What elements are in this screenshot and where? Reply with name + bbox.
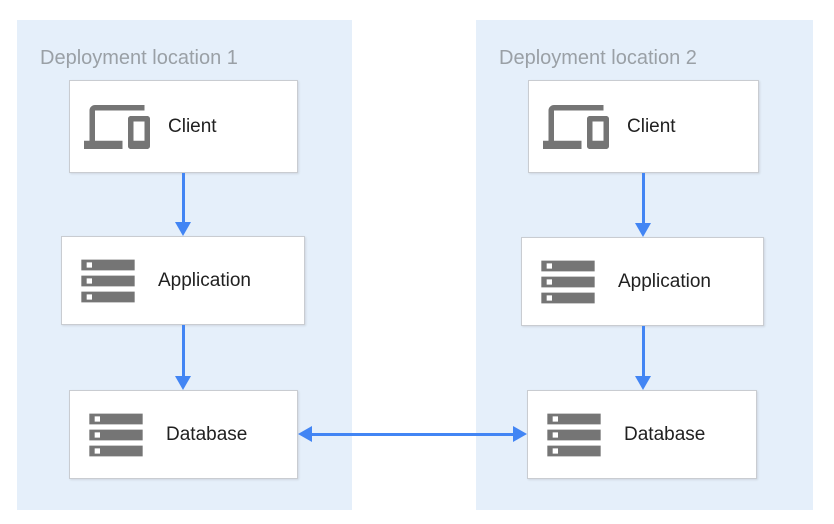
node-application-1: Application	[61, 236, 305, 325]
devices-icon	[84, 94, 150, 160]
server-stack-icon	[542, 403, 606, 467]
arrow-database1-database2-bidirectional	[298, 426, 527, 442]
arrowhead-down-icon	[635, 376, 651, 390]
node-application-2: Application	[521, 237, 764, 326]
node-label: Client	[168, 115, 217, 137]
arrowhead-down-icon	[635, 223, 651, 237]
node-label: Database	[166, 423, 248, 445]
node-database-1: Database	[69, 390, 298, 479]
arrow-client2-to-application2	[635, 173, 651, 237]
node-label: Database	[624, 423, 706, 445]
arrowhead-right-icon	[513, 426, 527, 442]
node-database-2: Database	[527, 390, 757, 479]
panel-title: Deployment location 1	[40, 47, 238, 69]
arrow-application1-to-database1	[175, 325, 191, 390]
arrowhead-left-icon	[298, 426, 312, 442]
arrowhead-down-icon	[175, 376, 191, 390]
arrow-application2-to-database2	[635, 326, 651, 390]
node-client-2: Client	[528, 80, 759, 173]
node-label: Application	[158, 269, 251, 291]
arrow-client1-to-application1	[175, 173, 191, 236]
node-label: Client	[627, 115, 676, 137]
panel-title: Deployment location 2	[499, 47, 697, 69]
server-stack-icon	[84, 403, 148, 467]
server-stack-icon	[76, 249, 140, 313]
arrowhead-down-icon	[175, 222, 191, 236]
server-stack-icon	[536, 250, 600, 314]
node-label: Application	[618, 270, 711, 292]
node-client-1: Client	[69, 80, 298, 173]
devices-icon	[543, 94, 609, 160]
